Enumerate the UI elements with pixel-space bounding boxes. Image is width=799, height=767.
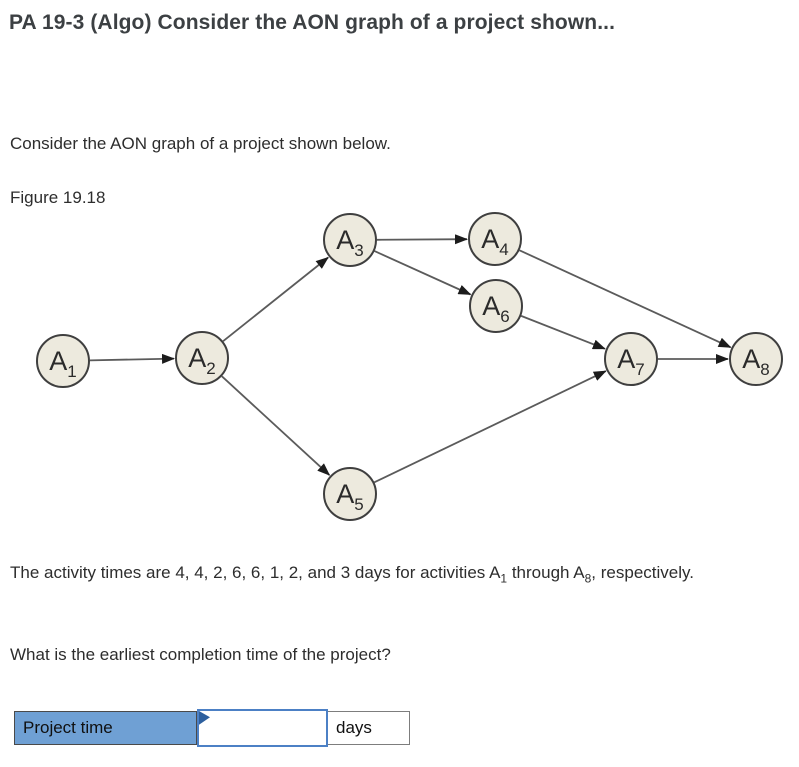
edge-A2-A5: [221, 375, 331, 476]
figure-label: Figure 19.18: [10, 188, 106, 207]
node-label-A7: A7: [617, 344, 644, 379]
node-label-A3: A3: [336, 225, 363, 260]
node-A8: A8: [729, 332, 783, 386]
node-label-A8: A8: [742, 344, 769, 379]
cell-marker-icon: [199, 711, 210, 725]
node-circle-A2: [175, 331, 229, 385]
node-circle-A4: [468, 212, 522, 266]
project-time-input[interactable]: [199, 711, 326, 745]
edge-A4-A8: [519, 249, 732, 349]
node-circle-A1: [36, 334, 90, 388]
node-circle-A5: [323, 467, 377, 521]
node-label-A5: A5: [336, 479, 363, 514]
node-A3: A3: [323, 213, 377, 267]
node-A1: A1: [36, 334, 90, 388]
answer-input-cell: [197, 709, 328, 747]
edge-A6-A7: [520, 315, 606, 350]
node-A5: A5: [323, 467, 377, 521]
answer-table: Project time days: [14, 709, 410, 747]
node-A6: A6: [469, 279, 523, 333]
edge-A1-A2: [89, 353, 175, 364]
node-circle-A3: [323, 213, 377, 267]
times-text-sub1: 1: [500, 571, 508, 586]
page-title: PA 19-3 (Algo) Consider the AON graph of…: [9, 11, 615, 34]
node-circle-A8: [729, 332, 783, 386]
node-label-A2: A2: [188, 343, 215, 378]
question-text: What is the earliest completion time of …: [10, 645, 391, 664]
intro-text: Consider the AON graph of a project show…: [10, 134, 391, 153]
node-A4: A4: [468, 212, 522, 266]
node-label-A1: A1: [49, 346, 76, 381]
times-text-part2: through A: [507, 563, 585, 582]
edge-A2-A3: [222, 256, 329, 342]
node-circle-A7: [604, 332, 658, 386]
node-circle-A6: [469, 279, 523, 333]
node-label-A4: A4: [481, 224, 508, 259]
times-text-part3: , respectively.: [591, 563, 694, 582]
node-label-A6: A6: [482, 291, 509, 326]
node-A7: A7: [604, 332, 658, 386]
edge-A3-A6: [374, 250, 472, 296]
activity-times-text: The activity times are 4, 4, 2, 6, 6, 1,…: [10, 560, 792, 586]
edge-A3-A4: [376, 234, 468, 245]
project-time-label-cell: Project time: [14, 711, 197, 745]
times-text-part1: The activity times are 4, 4, 2, 6, 6, 1,…: [10, 563, 501, 582]
node-A2: A2: [175, 331, 229, 385]
edge-A5-A7: [373, 370, 607, 484]
unit-cell: days: [328, 711, 410, 745]
times-text-sub2: 8: [584, 571, 592, 586]
